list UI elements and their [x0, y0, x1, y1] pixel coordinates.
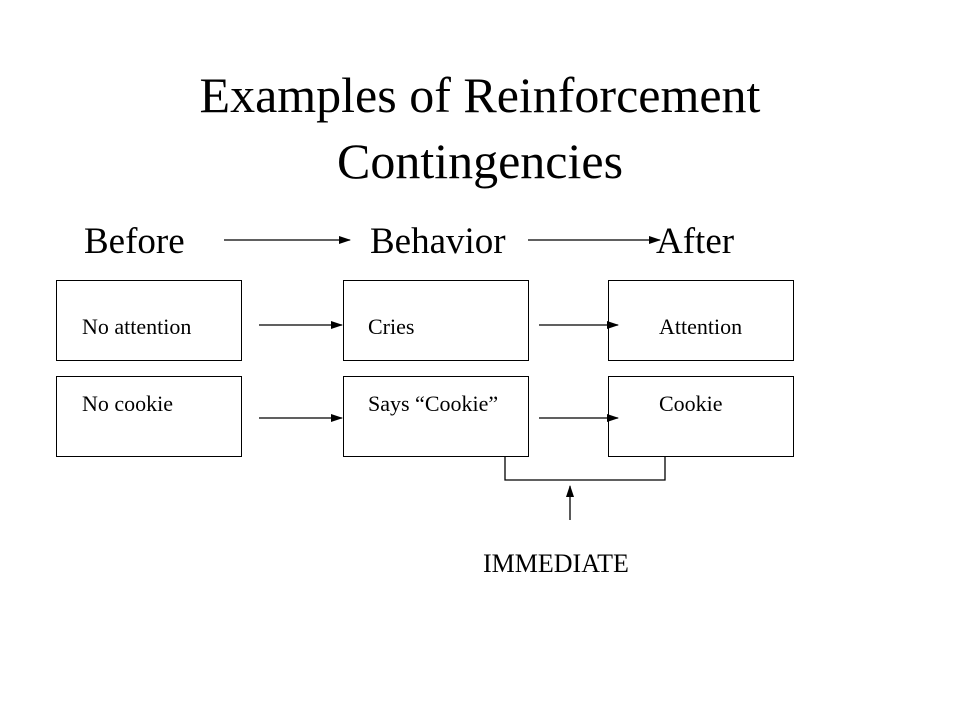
header-behavior: Behavior: [370, 221, 506, 262]
label-behavior-row-2: Says “Cookie”: [368, 391, 499, 416]
box-before-row-1: [56, 280, 242, 361]
header-after: After: [656, 221, 735, 262]
box-behavior-row-2: [343, 376, 529, 457]
slide-title: Examples of Reinforcement Contingencies: [0, 62, 960, 194]
immediate-label: IMMEDIATE: [483, 549, 629, 578]
title-line-1: Examples of Reinforcement: [199, 67, 761, 123]
label-before-row-2: No cookie: [82, 391, 174, 416]
label-before-row-1: No attention: [82, 314, 192, 339]
box-before-row-2: [56, 376, 242, 457]
label-behavior-row-1: Cries: [368, 314, 415, 339]
label-after-row-1: Attention: [659, 314, 743, 339]
box-after-row-2: [608, 376, 794, 457]
immediate-bracket: [504, 457, 666, 481]
box-after-row-1: [608, 280, 794, 361]
box-behavior-row-1: [343, 280, 529, 361]
title-line-2: Contingencies: [336, 133, 624, 189]
header-before: Before: [84, 221, 185, 262]
label-after-row-2: Cookie: [659, 391, 723, 416]
